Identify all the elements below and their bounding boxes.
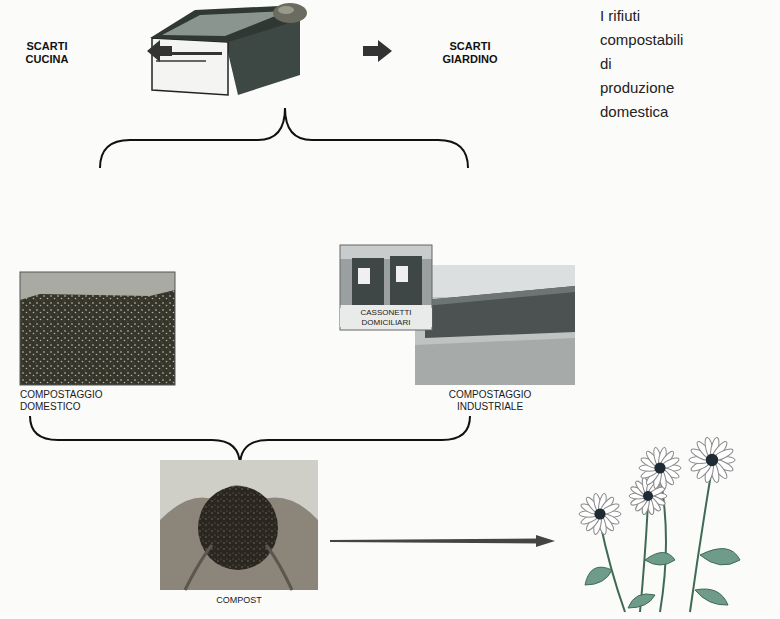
panel-caption: COMPOST — [160, 595, 318, 606]
home-compost-photo-part — [20, 272, 175, 385]
compost-bin-part — [273, 3, 307, 23]
flowers-part-part — [695, 589, 728, 605]
plant-photo-part — [425, 286, 575, 306]
panel-caption: COMPOSTAGGIO DOMESTICO — [20, 389, 120, 413]
compost-bin-part — [156, 60, 206, 62]
flowers-part-part — [706, 454, 718, 466]
flowers-part — [585, 549, 740, 608]
image-panel: COMPOST — [160, 460, 318, 610]
image-panel: CASSONETTI DOMICILIARI — [340, 245, 432, 332]
image-panel: COMPOSTAGGIO INDUSTRIALE — [415, 265, 575, 416]
block-arrow-part — [147, 40, 172, 62]
plant-photo — [415, 265, 575, 385]
flow-arrow-part — [330, 539, 540, 544]
brace — [100, 108, 468, 168]
compost-bin — [150, 3, 307, 95]
compost-bin-part — [162, 11, 288, 36]
compost-photo-part — [198, 486, 278, 570]
plant-photo-part — [415, 338, 575, 385]
compost-photo-part — [185, 545, 292, 590]
block-arrow-part — [363, 40, 392, 62]
plant-photo-part — [425, 286, 575, 338]
side-label: SCARTI GIARDINO — [434, 40, 506, 66]
flowers-part-part — [585, 567, 612, 585]
bins-photo-part — [352, 258, 384, 306]
compost-photo-part — [160, 460, 318, 590]
title-text: I rifiuti compostabili di produzione dom… — [600, 4, 688, 124]
home-compost-photo-part — [20, 272, 175, 385]
flowers-part-part — [594, 508, 605, 519]
panel-caption: COMPOSTAGGIO INDUSTRIALE — [430, 389, 550, 413]
image-panel: COMPOSTAGGIO DOMESTICO — [18, 272, 178, 416]
flowers-part-part — [628, 594, 655, 608]
bins-photo-part — [358, 268, 370, 284]
home-compost-photo-part — [20, 272, 175, 300]
flowers-part — [579, 437, 735, 535]
flow-arrow — [330, 535, 555, 547]
flowers-part-part — [645, 553, 675, 566]
flowers-part-part — [700, 549, 740, 565]
bins-photo-part — [396, 266, 408, 282]
compost-photo-part — [160, 485, 318, 590]
flow-arrow-part — [536, 535, 555, 547]
plant-photo-part — [415, 265, 575, 385]
flowers-part-part — [643, 491, 653, 501]
flowers-part-part — [654, 462, 665, 473]
bins-photo-part — [340, 245, 432, 330]
bins-photo-part — [340, 245, 432, 330]
panel-caption: CASSONETTI DOMICILIARI — [340, 308, 432, 327]
side-label: SCARTI CUCINA — [14, 40, 80, 66]
bins-photo-part — [340, 305, 432, 330]
bins-photo-part — [390, 256, 422, 306]
compost-photo — [160, 460, 318, 590]
compost-bin-part — [278, 6, 294, 14]
flowers — [579, 437, 740, 612]
brace — [30, 416, 470, 466]
block-arrow — [147, 40, 392, 62]
bins-photo — [340, 245, 432, 330]
home-compost-photo — [20, 272, 175, 385]
